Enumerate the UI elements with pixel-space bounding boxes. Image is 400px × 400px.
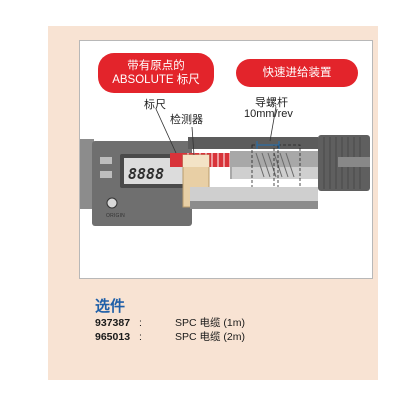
options-section: 选件 937387 : SPC 电缆 (1m) 965013 : SPC 电缆 … (95, 298, 245, 344)
pitch-label: 10mm/rev (244, 108, 293, 120)
detector-label: 检测器 (170, 114, 203, 126)
sleeve-top (188, 137, 318, 149)
micrometer-figure: 带有原点的 ABSOLUTE 标尺 快速进给装置 标尺 检测器 导螺杆 10mm… (79, 40, 373, 279)
lcd-readout: 8888 (128, 165, 165, 183)
option-colon: : (139, 331, 142, 343)
absolute-scale-badge: 带有原点的 ABSOLUTE 标尺 (98, 53, 214, 93)
absolute-badge-line2: ABSOLUTE 标尺 (112, 74, 200, 86)
scale-label: 标尺 (144, 99, 166, 111)
option-description: SPC 电缆 (2m) (175, 331, 246, 343)
fast-feed-badge: 快速进给装置 (236, 59, 358, 87)
frame-edge (80, 139, 94, 209)
micrometer-illustration (80, 106, 370, 226)
option-code: 965013 (95, 331, 131, 343)
origin-button-icon (106, 197, 118, 209)
option-code: 937387 (95, 317, 131, 329)
options-title: 选件 (95, 298, 126, 315)
pitch-arrow (256, 141, 280, 149)
spindle-label: 导螺杆 (255, 97, 288, 109)
option-colon: : (139, 317, 142, 329)
option-row: 965013 : SPC 电缆 (2m) (95, 330, 245, 344)
option-row: 937387 : SPC 电缆 (1m) (95, 316, 245, 330)
option-description: SPC 电缆 (1m) (175, 317, 246, 329)
leader-lines (155, 106, 277, 156)
sleeve-lower (190, 187, 318, 201)
absolute-badge-line1: 带有原点的 (127, 60, 185, 72)
origin-label: ORIGIN (106, 213, 125, 219)
